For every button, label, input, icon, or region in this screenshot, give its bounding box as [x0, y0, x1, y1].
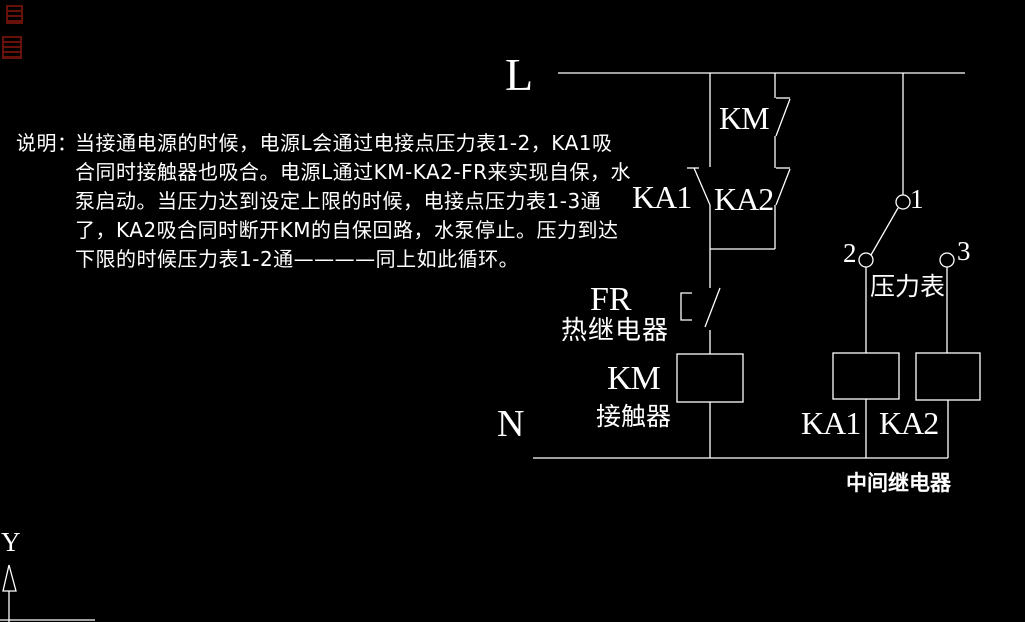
red-watermark-icon — [2, 36, 22, 59]
ucs-y-axis-label: Y — [1, 527, 21, 557]
gauge-terminal-3-label: 3 — [957, 236, 971, 266]
relay-group-name-label: 中间继电器 — [846, 471, 951, 495]
pressure-gauge-name-label: 压力表 — [870, 272, 946, 301]
km-contact-symbol — [774, 73, 791, 168]
note-line-5: 下限的时候压力表1-2通————同上如此循环。 — [75, 247, 520, 271]
ka2-contact-label: KA2 — [714, 181, 774, 217]
fr-name-label: 热继电器 — [561, 316, 670, 346]
note-label: 说明： — [16, 131, 78, 155]
note-paragraph: 当接通电源的时候，电源L会通过电接点压力表1-2，KA1吸 合同时接触器也吸合。… — [75, 129, 631, 274]
ka2-coil-symbol — [915, 352, 981, 401]
ka1-contact-symbol — [687, 73, 711, 249]
fr-contact-label: FR — [590, 281, 632, 318]
ka1-contact-label: KA1 — [632, 179, 692, 215]
ucs-axis-icon — [0, 564, 95, 622]
ka2-contact-symbol — [774, 167, 791, 249]
km-contact-label: KM — [719, 100, 770, 136]
fr-contact-symbol — [680, 249, 721, 354]
gauge-terminal-1-label: 1 — [910, 184, 924, 214]
km-coil-label: KM — [607, 360, 661, 397]
ka1-coil-symbol — [832, 352, 900, 400]
l-rail-label: L — [505, 49, 534, 100]
gauge-terminal-2-label: 2 — [843, 238, 857, 268]
ka1-coil-label: KA1 — [801, 405, 861, 441]
pressure-gauge-switch-symbol — [858, 73, 955, 268]
ka2-coil-label: KA2 — [879, 405, 939, 441]
note-line-4: 了，KA2吸合同时断开KM的自保回路，水泵停止。压力到达 — [75, 218, 619, 242]
km-coil-name-label: 接触器 — [596, 402, 672, 431]
km-coil-symbol — [676, 353, 744, 403]
n-rail-label: N — [497, 403, 525, 445]
note-line-1: 当接通电源的时候，电源L会通过电接点压力表1-2，KA1吸 — [75, 131, 613, 155]
note-line-3: 泵启动。当压力达到设定上限的时候，电接点压力表1-3通 — [75, 189, 602, 213]
note-line-2: 合同时接触器也吸合。电源L通过KM-KA2-FR来实现自保，水 — [75, 160, 632, 184]
red-watermark-icon — [6, 5, 23, 24]
